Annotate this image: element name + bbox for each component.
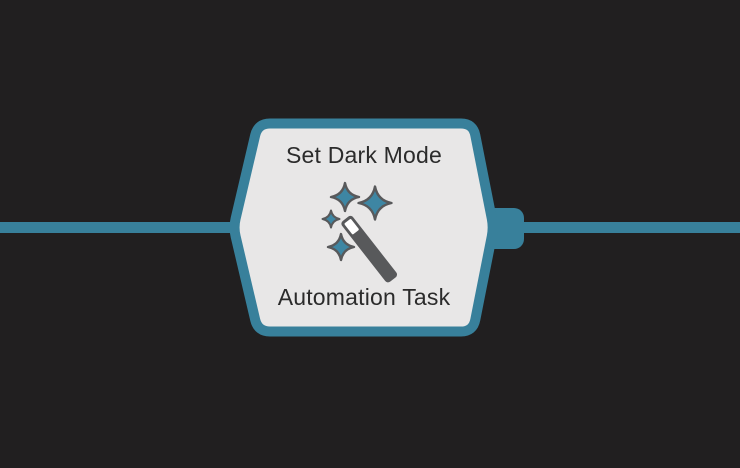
sparkle-icon [321, 209, 341, 229]
magic-wand-sparkles-icon [321, 181, 398, 283]
sparkle-icon [329, 181, 361, 213]
wand-tip [344, 219, 359, 235]
node-subtitle: Automation Task [277, 284, 451, 310]
node-title: Set Dark Mode [286, 142, 442, 168]
sparkle-icon [357, 185, 393, 221]
wand [341, 215, 398, 283]
node-shape[interactable] [229, 118, 498, 337]
sparkle-icon [326, 232, 356, 262]
